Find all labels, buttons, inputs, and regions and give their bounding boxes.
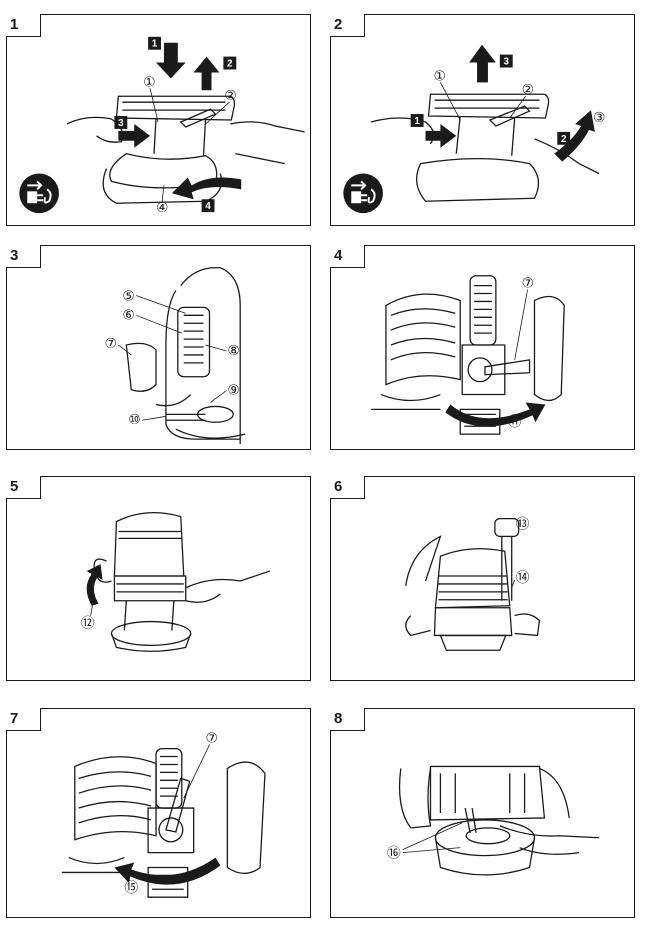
callout-label: ⑯ <box>387 846 401 862</box>
callout-label: ⑦ <box>105 336 117 352</box>
stopper-pole-illustration: ⑬ ⑭ <box>405 516 541 651</box>
callout-label: ⑤ <box>122 288 134 304</box>
router-base-removal-illustration: 1 2 3 4 ① ② ④ <box>19 36 305 216</box>
figure-panel-4: ⑦ ⑪ 4 <box>330 245 635 450</box>
figure-panel-6: ⑬ ⑭ 6 <box>330 476 635 681</box>
callout-label: ⑮ <box>124 880 138 896</box>
router-base-install-illustration: 3 1 2 ① ② ③ <box>343 44 605 214</box>
figure-number-tab: 4 <box>330 245 365 268</box>
figure-number-tab: 6 <box>330 476 365 499</box>
figure-number-tab: 5 <box>6 476 41 499</box>
figure-number-tab: 2 <box>330 14 365 37</box>
step-badge: 2 <box>227 59 233 70</box>
figure-panel-5: ⑫ 5 <box>6 476 311 681</box>
unplug-warning-icon <box>19 173 59 214</box>
callout-label: ① <box>433 68 445 84</box>
callout-label: ⑨ <box>227 383 239 399</box>
callout-label: ⑫ <box>81 616 95 632</box>
step-badge: 3 <box>118 118 124 129</box>
figure-number: 1 <box>10 16 19 33</box>
step-badges: 1 2 3 4 <box>114 36 237 212</box>
figure-panel-8: ⑯ 8 <box>330 708 635 918</box>
figure-number: 6 <box>334 478 343 495</box>
figure-panel-1: 1 2 3 4 ① ② ④ 1 <box>6 14 311 226</box>
figure-number-tab: 7 <box>6 708 41 731</box>
figure-number: 2 <box>334 16 343 33</box>
callout-label: ⑪ <box>508 414 522 430</box>
plunge-lock-release-illustration: ⑫ <box>81 512 271 652</box>
step-badge: 2 <box>561 134 567 145</box>
callout-label: ⑭ <box>516 570 530 586</box>
step-badge: 1 <box>152 39 158 50</box>
step-badge: 4 <box>205 201 211 212</box>
figure-number: 3 <box>10 247 19 264</box>
callout-label: ③ <box>593 110 605 126</box>
callout-label: ⑥ <box>122 307 134 323</box>
unplug-warning-icon <box>343 173 383 214</box>
figure-number: 5 <box>10 478 19 495</box>
figure-number: 4 <box>334 247 343 264</box>
callout-label: ⑧ <box>227 343 239 359</box>
step-badges: 3 1 2 <box>410 54 571 145</box>
lock-lever-tighten-illustration: ⑦ ⑮ <box>61 731 266 898</box>
callout-label: ⑬ <box>516 516 530 532</box>
callout-label: ① <box>143 74 155 90</box>
step-badge: 3 <box>504 57 510 68</box>
depth-scale-illustration: ⑤ ⑥ ⑦ ⑧ ⑨ ⑩ <box>105 266 246 445</box>
figure-number-tab: 1 <box>6 14 41 37</box>
figure-number-tab: 8 <box>330 708 365 731</box>
figure-number-tab: 3 <box>6 245 41 268</box>
callout-label: ⑦ <box>206 731 218 747</box>
callout-label: ② <box>224 88 236 104</box>
callout-label: ② <box>522 82 534 98</box>
adjusting-screws-illustration: ⑯ <box>387 765 599 876</box>
callout-label: ⑩ <box>128 412 140 428</box>
figure-panel-7: ⑦ ⑮ 7 <box>6 708 311 918</box>
step-badge: 1 <box>414 116 420 127</box>
callout-label: ⑦ <box>522 276 534 292</box>
callout-label: ④ <box>156 200 168 216</box>
figure-number: 7 <box>10 710 19 727</box>
figure-panel-3: ⑤ ⑥ ⑦ ⑧ ⑨ ⑩ 3 <box>6 245 311 450</box>
lock-lever-illustration: ⑦ ⑪ <box>371 275 565 435</box>
figure-number: 8 <box>334 710 343 727</box>
figure-panel-2: 3 1 2 ① ② ③ 2 <box>330 14 635 226</box>
